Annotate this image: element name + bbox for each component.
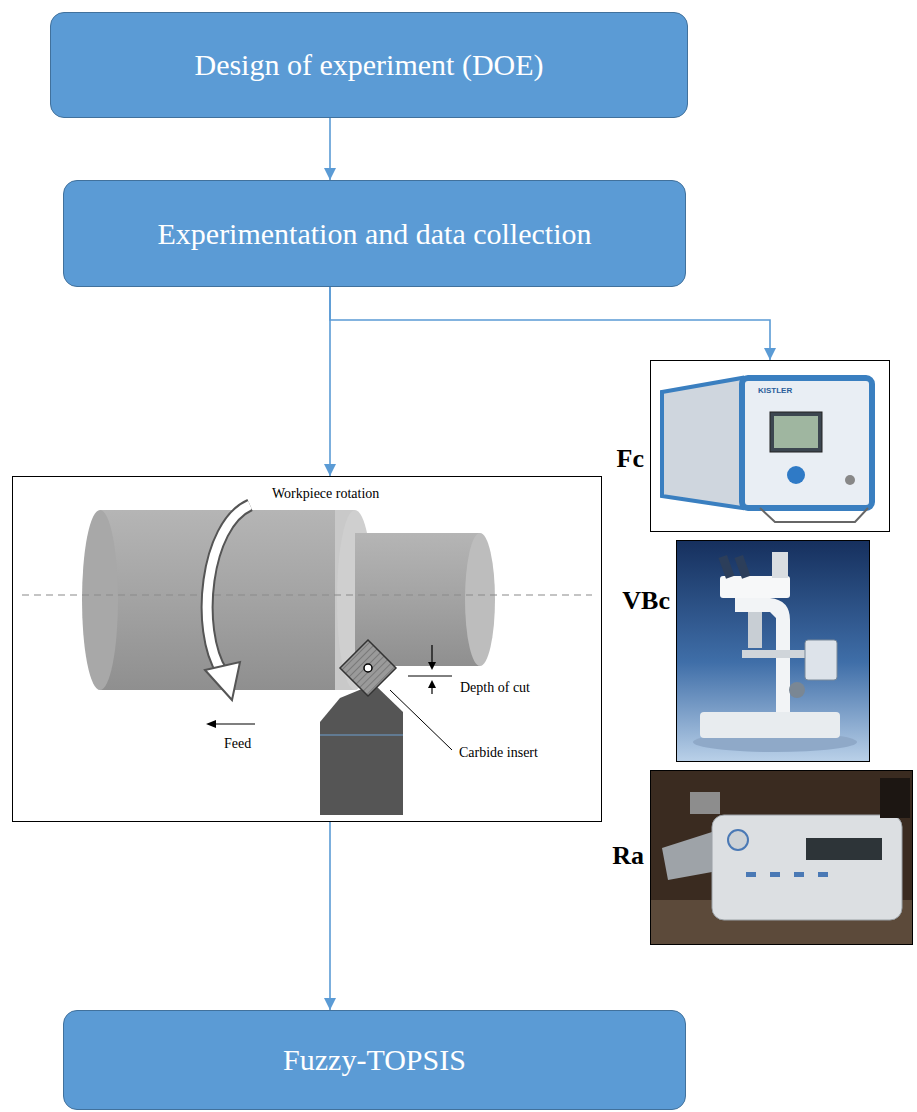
part-label: Feed <box>223 736 252 752</box>
process-box: Design of experiment (DOE) <box>50 12 688 118</box>
part-label: Depth of cut <box>459 680 531 696</box>
roughness-measurement: Ra <box>650 770 913 945</box>
dynamometer-photo <box>651 361 889 531</box>
brand-label: KISTLER <box>758 386 792 395</box>
turning-setup-panel: Workpiece rotationFeed Depth of cutCarbid… <box>12 476 602 822</box>
flow-arrow <box>330 287 770 360</box>
tester-body <box>712 815 902 920</box>
tester-button <box>794 872 804 877</box>
scope-base <box>700 712 840 738</box>
device-port <box>845 475 855 485</box>
photo-ground <box>651 771 912 944</box>
workpiece-end <box>82 510 118 690</box>
scope-panel <box>805 640 837 680</box>
tester-button <box>770 872 780 877</box>
rotation-arrow <box>207 505 250 672</box>
measure-label: VBc <box>622 586 670 616</box>
wear-measurement: VBc <box>676 540 870 762</box>
carbide-insert <box>340 640 396 696</box>
box-title: Experimentation and data collection <box>145 217 603 251</box>
insert-screw <box>364 664 372 672</box>
focus-knob <box>789 682 805 698</box>
measure-label: Fc <box>617 444 644 474</box>
device-front <box>742 378 872 508</box>
depth-arrowhead <box>428 680 436 688</box>
device-stand <box>760 508 868 522</box>
box-title: Fuzzy-TOPSIS <box>271 1043 478 1077</box>
flow-arrow <box>329 822 331 1010</box>
holder-line <box>320 734 403 735</box>
leader-line <box>390 690 452 750</box>
eyepiece <box>734 555 750 579</box>
depth-line <box>408 676 452 677</box>
scope-objective <box>748 612 762 648</box>
turning-illustration <box>22 505 592 815</box>
force-measurement: Fc <box>650 360 890 532</box>
measure-label: Ra <box>612 841 644 871</box>
profilometer-photo <box>651 771 912 944</box>
eyepiece <box>718 555 734 579</box>
step-face <box>465 533 495 666</box>
part-label: Workpiece rotation <box>271 486 380 502</box>
center-line <box>22 594 592 595</box>
feed-arrow <box>214 723 255 724</box>
device-side <box>662 378 742 508</box>
camera-port <box>772 552 788 578</box>
tool-holder <box>320 684 403 815</box>
flow-arrow <box>329 118 331 180</box>
rotation-arrow-outline <box>207 505 250 672</box>
depth-arrowhead <box>428 662 436 670</box>
process-box: Experimentation and data collection <box>63 180 686 287</box>
tester-button <box>818 872 828 877</box>
tester-button <box>746 872 756 877</box>
rotation-arrowhead <box>205 662 240 700</box>
scope-head <box>720 576 790 598</box>
microscope-photo <box>677 541 869 761</box>
device-display <box>774 416 818 448</box>
cable <box>880 778 910 818</box>
box-title: Design of experiment (DOE) <box>182 48 555 82</box>
depth-arrow-down <box>431 645 432 664</box>
block <box>690 792 720 814</box>
part-label: Carbide insert <box>458 745 539 761</box>
device-screen <box>770 412 822 452</box>
photo-ground <box>651 361 889 531</box>
device-knob <box>787 466 805 484</box>
photo-ground <box>677 541 869 761</box>
tester-logo <box>728 830 748 850</box>
tester-display <box>806 838 882 860</box>
process-box: Fuzzy-TOPSIS <box>63 1010 686 1110</box>
probe <box>662 832 712 880</box>
feed-arrowhead <box>206 720 216 728</box>
